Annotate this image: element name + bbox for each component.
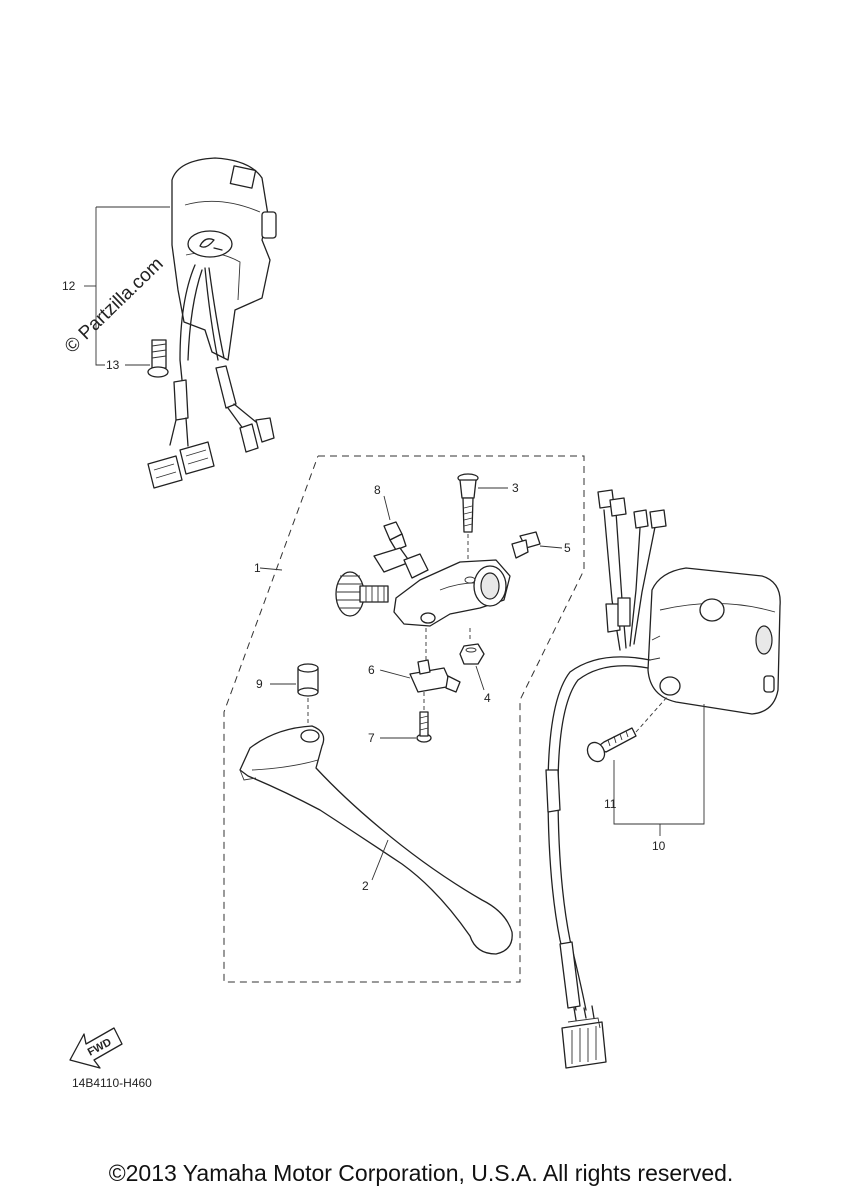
left-handlebar-switch xyxy=(147,157,277,489)
callout-6: 6 xyxy=(368,663,375,677)
right-handlebar-switch xyxy=(545,489,781,1069)
nut-4 xyxy=(459,643,485,665)
callout-13: 13 xyxy=(106,358,120,372)
callout-bracket-10 xyxy=(613,704,705,825)
fwd-arrow-icon: FWD xyxy=(69,1027,123,1069)
callout-7: 7 xyxy=(368,731,375,745)
screw-11 xyxy=(586,727,637,763)
adjuster-knob xyxy=(335,571,389,617)
callout-9: 9 xyxy=(256,677,263,691)
callout-bracket-12 xyxy=(95,206,170,366)
callout-12: 12 xyxy=(62,279,76,293)
bolt-5 xyxy=(511,531,541,559)
callout-8: 8 xyxy=(374,483,381,497)
callout-2: 2 xyxy=(362,879,369,893)
screw-13 xyxy=(147,339,169,378)
screw-7 xyxy=(416,711,432,743)
connector-left-a xyxy=(147,455,183,489)
assembly-1-boundary xyxy=(223,455,585,983)
callout-1: 1 xyxy=(254,561,261,575)
screw-8 xyxy=(383,521,407,551)
callout-10: 10 xyxy=(652,839,666,853)
connector-left-b xyxy=(179,441,215,475)
lever-bracket xyxy=(373,547,511,627)
bushing-9 xyxy=(297,663,319,697)
callout-4: 4 xyxy=(484,691,491,705)
bolt-3 xyxy=(457,473,479,533)
callout-5: 5 xyxy=(564,541,571,555)
switch-6 xyxy=(409,659,461,693)
callout-11: 11 xyxy=(604,797,617,811)
drawing-code: 14B4110-H460 xyxy=(72,1076,152,1090)
clutch-lever-2 xyxy=(239,725,513,955)
callout-3: 3 xyxy=(512,481,519,495)
connector-right xyxy=(561,1005,607,1069)
copyright-notice: ©2013 Yamaha Motor Corporation, U.S.A. A… xyxy=(108,1160,734,1186)
